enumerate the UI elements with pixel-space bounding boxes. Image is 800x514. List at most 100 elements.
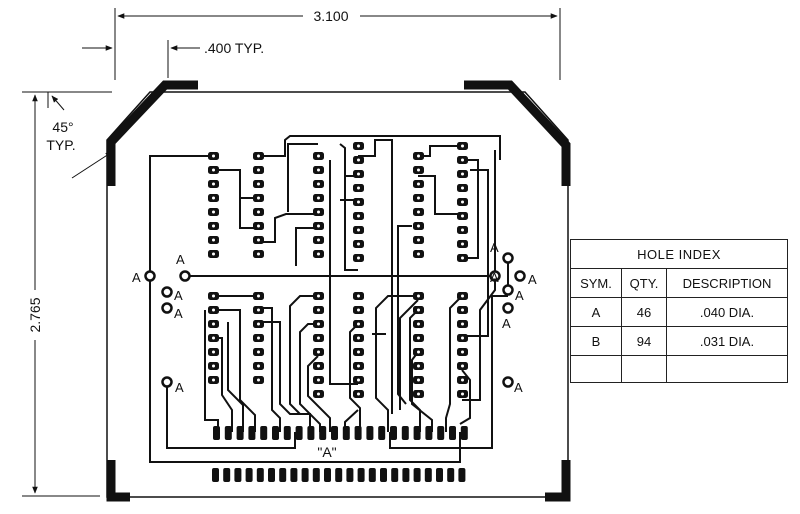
pad-hole [357,172,360,176]
pad-hole [317,238,320,242]
edge-pad [413,468,421,482]
column-header: DESCRIPTION [666,268,788,298]
angle-callout [47,92,113,179]
pad-hole [357,242,360,246]
hole-label: A [174,288,183,303]
edge-pad [357,468,365,482]
pad-hole [317,168,320,172]
edge-pad [346,468,354,482]
table-cell [570,355,622,383]
pad-hole [461,186,464,190]
pad-hole [317,350,320,354]
edge-pad [335,468,343,482]
edge-pad [413,426,421,440]
pad-hole [417,196,420,200]
pad-hole [461,336,464,340]
pad-hole [212,294,215,298]
edge-pad [331,426,338,440]
pad-hole [461,158,464,162]
pad-hole [212,336,215,340]
pad-hole [461,242,464,246]
hole-a [502,284,514,296]
edge-pad [236,426,244,440]
table-cell: 46 [621,297,667,327]
hole-a [502,302,514,314]
pad-hole [257,364,260,368]
pad-hole [212,182,215,186]
pad-hole [257,308,260,312]
column-header: QTY. [621,268,667,298]
height-label: 2.765 [27,297,43,332]
pad-hole [357,214,360,218]
edge-pad [319,426,327,440]
board-outline [106,80,571,502]
edge-pad [368,468,376,482]
hole-a [179,270,191,282]
hole-a [502,376,514,388]
pad-hole [257,154,260,158]
pad-hole [212,378,215,382]
hole-a [502,252,514,264]
pad-hole [417,350,420,354]
table-cell: .031 DIA. [666,326,788,356]
pad-hole [317,210,320,214]
column-header: SYM. [570,268,622,298]
pad-hole [417,336,420,340]
table-cell [666,355,788,383]
edge-pad [295,426,303,440]
edge-pad [312,468,320,482]
hole-label: A [175,380,184,395]
pad-hole [357,200,360,204]
angle-label: 45° [52,119,73,135]
edge-connector [212,426,468,482]
edge-pad [424,468,432,482]
hole-label: A [515,288,524,303]
pad-hole [317,252,320,256]
edge-pad [425,426,433,440]
hole-index-table: HOLE INDEX SYM. QTY. DESCRIPTION A 46 .0… [570,239,788,383]
edge-pad [290,468,298,482]
pad-hole [212,154,215,158]
pad-hole [317,322,320,326]
traces [149,135,509,463]
pad-hole [461,350,464,354]
pad-hole [417,168,420,172]
hole-index-title: HOLE INDEX [570,239,788,269]
pad-hole [317,308,320,312]
hole-index-title-row: HOLE INDEX [570,239,788,269]
pad-hole [417,378,420,382]
pad-hole [317,294,320,298]
edge-pad [402,468,410,482]
edge-pad [354,426,362,440]
edge-pad [248,426,256,440]
hole-label: A [514,380,523,395]
pad-hole [257,252,260,256]
pad-hole [257,294,260,298]
dimension-typ-spacing [82,40,200,78]
pad-hole [317,154,320,158]
edge-pad [366,426,374,440]
edge-pad [401,426,409,440]
edge-pad [460,426,468,440]
edge-pad [449,426,456,440]
width-label: 3.100 [313,8,348,24]
hole-label: A [502,316,511,331]
hole-a-group [144,252,526,388]
table-cell: .040 DIA. [666,297,788,327]
pad-hole [212,350,215,354]
pad-hole [357,228,360,232]
pad-hole [212,196,215,200]
hole-label: A [174,306,183,321]
pad-hole [357,158,360,162]
hole-a [489,270,501,282]
hole-label: A [490,270,499,285]
edge-pad [260,426,268,440]
dimension-height [22,91,112,497]
table-row: A 46 .040 DIA. [570,297,788,327]
hole-a [144,270,156,282]
pad-hole [357,350,360,354]
pad-hole [317,336,320,340]
pad-hole [212,238,215,242]
hole-label: A [490,240,499,255]
pad-hole [257,168,260,172]
